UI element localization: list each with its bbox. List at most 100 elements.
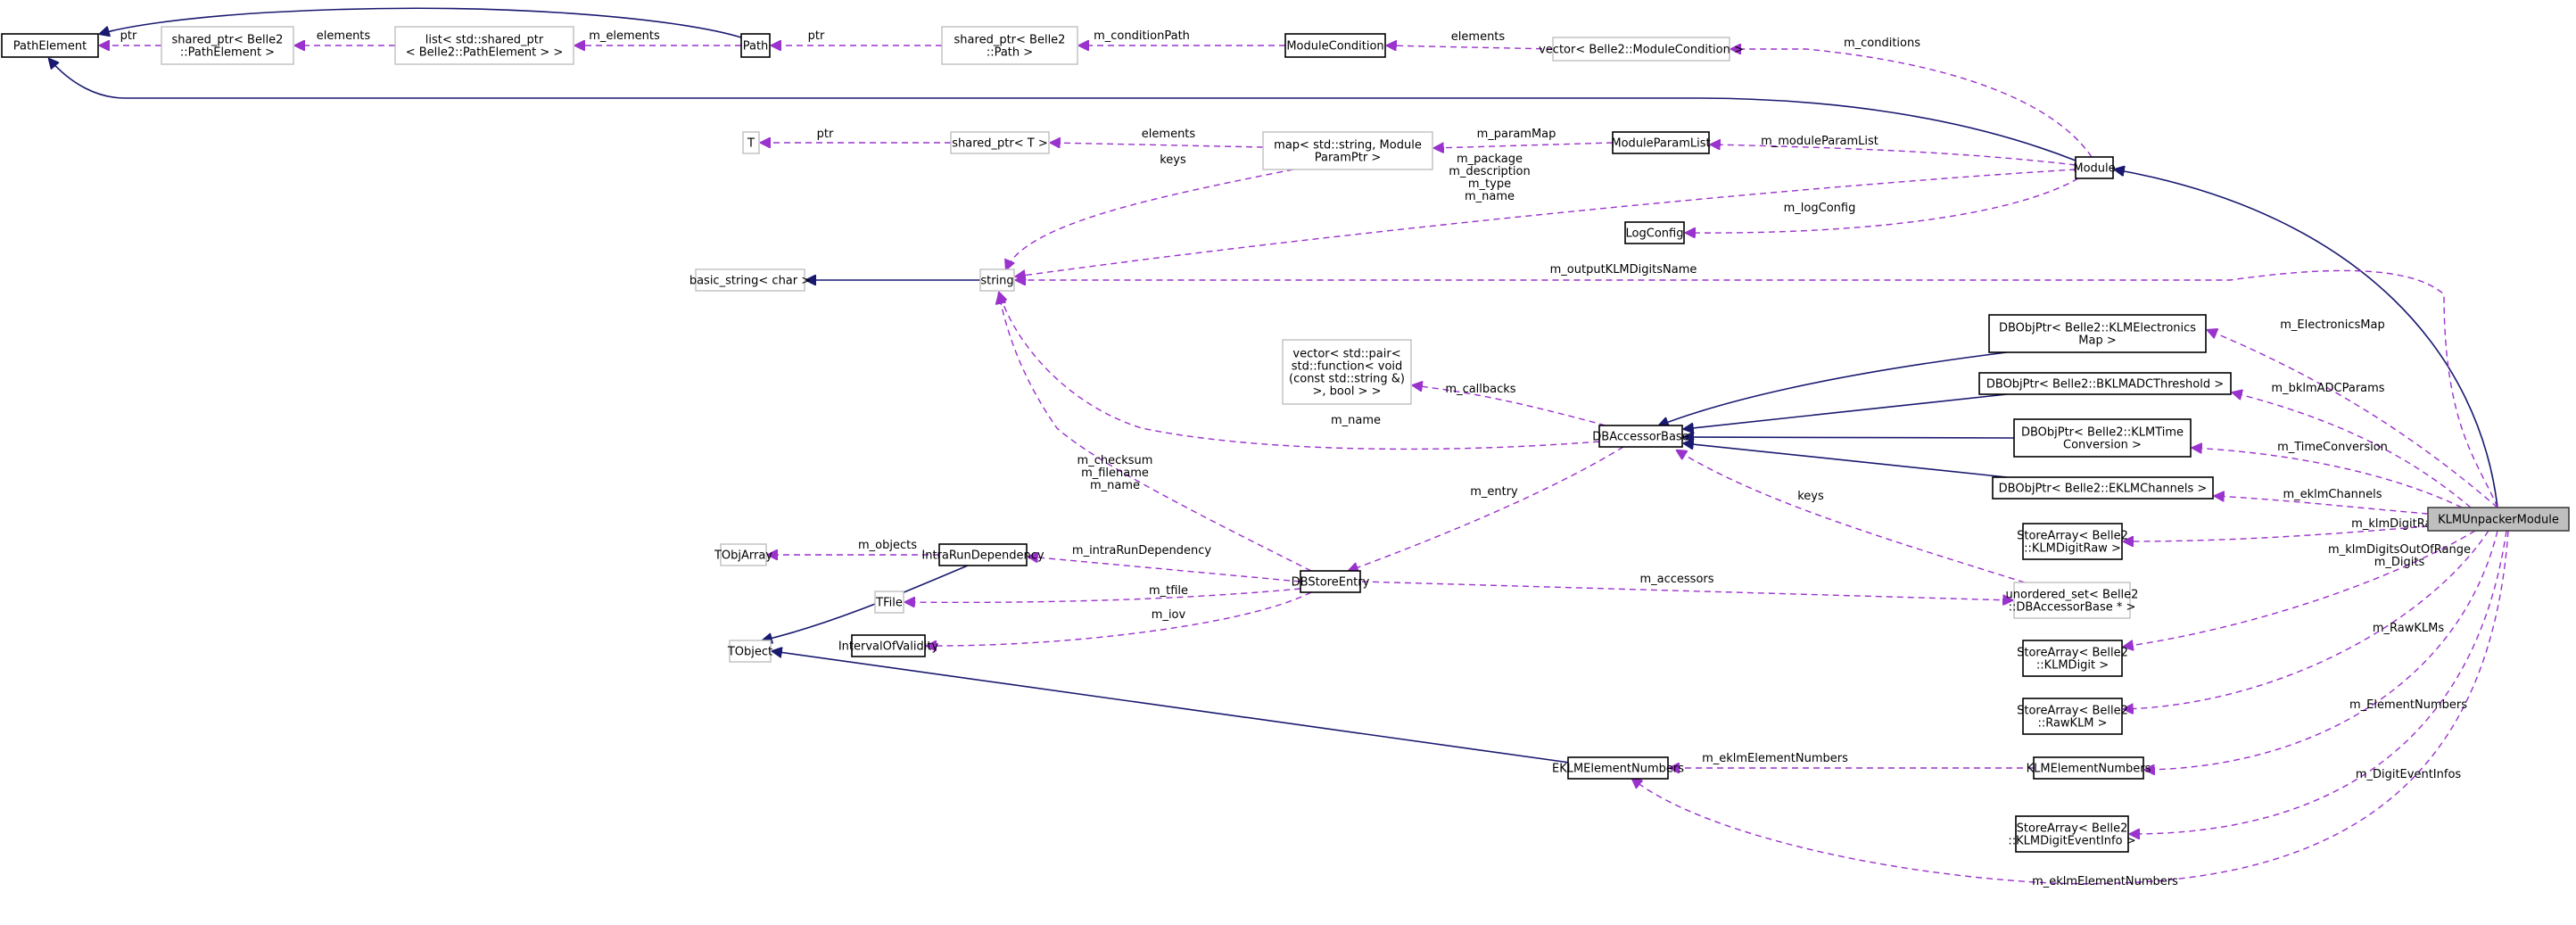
class-node-box: [2013, 418, 2192, 458]
edge-label-line: m_logConfig: [1784, 202, 1856, 215]
class-node-EKLMElementNumbers[interactable]: EKLMElementNumbers: [1552, 756, 1684, 780]
edge-label-line: m_eklmElementNumbers: [2032, 875, 2178, 888]
edge-label: m_callbacks: [1445, 383, 1515, 396]
edge-label-line: m_ElectronicsMap: [2280, 318, 2384, 332]
edge-label-line: m_objects: [858, 539, 917, 552]
class-node-vector_ModuleCondition[interactable]: vector< Belle2::ModuleCondition >: [1539, 37, 1744, 62]
class-node-TFile[interactable]: TFile: [874, 591, 904, 614]
class-node-vector_pair_function[interactable]: vector< std::pair<std::function< void(co…: [1282, 339, 1412, 405]
class-node-box: [1552, 37, 1730, 62]
class-node-box: [1992, 476, 2214, 500]
class-node-box: [1300, 570, 1361, 593]
class-node-box: [938, 543, 1028, 566]
class-node-label: >, bool > >: [1313, 385, 1382, 399]
class-node-label: DBStoreEntry: [1292, 576, 1370, 590]
class-node-T[interactable]: T: [742, 131, 760, 154]
edge-label-line: m_name: [1331, 414, 1381, 427]
class-node-shared_ptr_T[interactable]: shared_ptr< T >: [950, 131, 1050, 154]
usage-edge-DBAccessorBase-to-string: [999, 293, 1600, 450]
class-node-StoreArray_RawKLM[interactable]: StoreArray< Belle2::RawKLM >: [2017, 698, 2128, 735]
class-node-box: [2075, 156, 2114, 179]
class-node-DBStoreEntry[interactable]: DBStoreEntry: [1292, 570, 1370, 593]
usage-edge-KLMUnpackerModule-to-DBObjPtr_KLMElectronicsMap: [2208, 330, 2498, 508]
class-node-label: StoreArray< Belle2: [2017, 530, 2128, 543]
class-node-label: KLMUnpackerModule: [2438, 514, 2559, 527]
class-node-label: ParamPtr >: [1315, 152, 1382, 165]
class-node-IntervalOfValidity[interactable]: IntervalOfValidity: [838, 634, 939, 657]
class-node-unordered_set_DBAccessorBase[interactable]: unordered_set< Belle2::DBAccessorBase * …: [2006, 582, 2139, 619]
class-node-label: LogConfig: [1626, 227, 1684, 241]
usage-edge-DBStoreEntry-to-string: [999, 294, 1312, 572]
edge-label-line: m_checksum: [1077, 454, 1153, 467]
class-node-shared_ptr_Path[interactable]: shared_ptr< Belle2::Path >: [941, 26, 1078, 65]
edge-label: m_moduleParamList: [1761, 135, 1878, 148]
class-node-box: [950, 131, 1050, 154]
edge-label: m_iov: [1152, 608, 1186, 622]
class-node-DBObjPtr_EKLMChannels[interactable]: DBObjPtr< Belle2::EKLMChannels >: [1992, 476, 2214, 500]
class-node-LogConfig[interactable]: LogConfig: [1624, 221, 1685, 244]
usage-edge-KLMUnpackerModule-to-DBObjPtr_KLMTimeConversion: [2192, 448, 2463, 508]
edge-label: m_logConfig: [1784, 202, 1856, 215]
class-node-basic_string_char[interactable]: basic_string< char >: [689, 268, 811, 292]
edge-label-line: m_RawKLMs: [2373, 622, 2444, 635]
class-node-label: IntervalOfValidity: [838, 640, 939, 654]
inheritance-edge-KLMUnpackerModule-to-Module: [2115, 169, 2498, 508]
class-node-string[interactable]: string: [979, 268, 1015, 292]
edge-label-line: m_iov: [1152, 608, 1186, 622]
edge-label-line: ptr: [817, 128, 834, 141]
edge-label: keys: [1160, 153, 1186, 167]
class-node-shared_ptr_PathElement[interactable]: shared_ptr< Belle2::PathElement >: [161, 26, 294, 65]
edge-label-line: m_TimeConversion: [2277, 441, 2388, 454]
usage-edge-DBAccessorBase-to-vector_pair_function: [1413, 385, 1606, 426]
class-node-list_shared_ptr[interactable]: list< std::shared_ptr< Belle2::PathEleme…: [394, 26, 574, 65]
edge-label-line: m_description: [1449, 165, 1530, 178]
class-node-box: [1988, 314, 2207, 353]
class-node-StoreArray_KLMDigitEventInfo[interactable]: StoreArray< Belle2::KLMDigitEventInfo >: [2008, 815, 2136, 853]
edge-label-line: m_bklmADCParams: [2271, 382, 2384, 395]
class-node-IntraRunDependency[interactable]: IntraRunDependency: [921, 543, 1044, 566]
class-node-TObject[interactable]: TObject: [727, 640, 772, 663]
edge-label-line: m_accessors: [1639, 573, 1713, 586]
class-node-label: IntraRunDependency: [921, 549, 1044, 563]
class-node-KLMElementNumbers[interactable]: KLMElementNumbers: [2027, 756, 2151, 780]
usage-edge-Module-to-string: [1016, 169, 2076, 277]
usage-edge-KLMUnpackerModule-to-string: [1016, 269, 2498, 508]
usage-edge-DBStoreEntry-to-TFile: [905, 588, 1301, 602]
class-node-box: [2013, 582, 2131, 619]
class-node-DBAccessorBase[interactable]: DBAccessorBase: [1592, 425, 1689, 448]
nodes-layer: PathElement shared_ptr< Belle2::PathEleme…: [1, 26, 2570, 853]
class-node-KLMUnpackerModule[interactable]: KLMUnpackerModule: [2427, 507, 2570, 532]
class-node-PathElement[interactable]: PathElement: [1, 33, 99, 58]
class-node-box: [1978, 372, 2232, 395]
usage-edge-KLMUnpackerModule-to-EKLMElementNumbers: [1632, 530, 2509, 885]
edge-label: m_klmDigitRaws: [2351, 517, 2448, 531]
edge-label: m_tfile: [1149, 584, 1188, 598]
edge-label: m_TimeConversion: [2277, 441, 2388, 454]
edge-label-line: m_klmDigitRaws: [2351, 517, 2448, 531]
class-node-StoreArray_KLMDigit[interactable]: StoreArray< Belle2::KLMDigit >: [2017, 640, 2128, 677]
edge-label-line: m_name: [1465, 190, 1515, 203]
class-node-StoreArray_KLMDigitRaw[interactable]: StoreArray< Belle2::KLMDigitRaw >: [2017, 523, 2128, 560]
edge-label: m_entry: [1470, 485, 1518, 499]
class-node-DBObjPtr_BKLMADCThreshold[interactable]: DBObjPtr< Belle2::BKLMADCThreshold >: [1978, 372, 2232, 395]
class-node-Module[interactable]: Module: [2073, 156, 2116, 179]
usage-edge-DBStoreEntry-to-unordered_set_DBAccessorBase: [1361, 581, 2012, 600]
edge-label-line: m_eklmElementNumbers: [1702, 752, 1848, 765]
class-node-label: ::DBAccessorBase * >: [2009, 601, 2136, 615]
class-node-ModuleCondition[interactable]: ModuleCondition: [1284, 33, 1386, 58]
class-node-label: map< std::string, Module: [1274, 139, 1422, 153]
edge-label: m_paramMap: [1477, 128, 1556, 141]
usage-edge-ModuleParamList-to-map_string_ModuleParamPtr: [1434, 142, 1614, 148]
edge-label-line: m_Digits: [2374, 556, 2425, 569]
class-node-Path[interactable]: Path: [740, 33, 771, 58]
class-node-TObjArray[interactable]: TObjArray: [714, 543, 772, 566]
usage-edge-vector_ModuleCondition-to-ModuleCondition: [1387, 45, 1554, 49]
class-node-box: [1624, 221, 1685, 244]
class-node-ModuleParamList[interactable]: ModuleParamList: [1611, 131, 1711, 154]
edge-label-line: m_moduleParamList: [1761, 135, 1878, 148]
usage-edge-KLMUnpackerModule-to-StoreArray_KLMDigitRaw: [2124, 525, 2429, 541]
